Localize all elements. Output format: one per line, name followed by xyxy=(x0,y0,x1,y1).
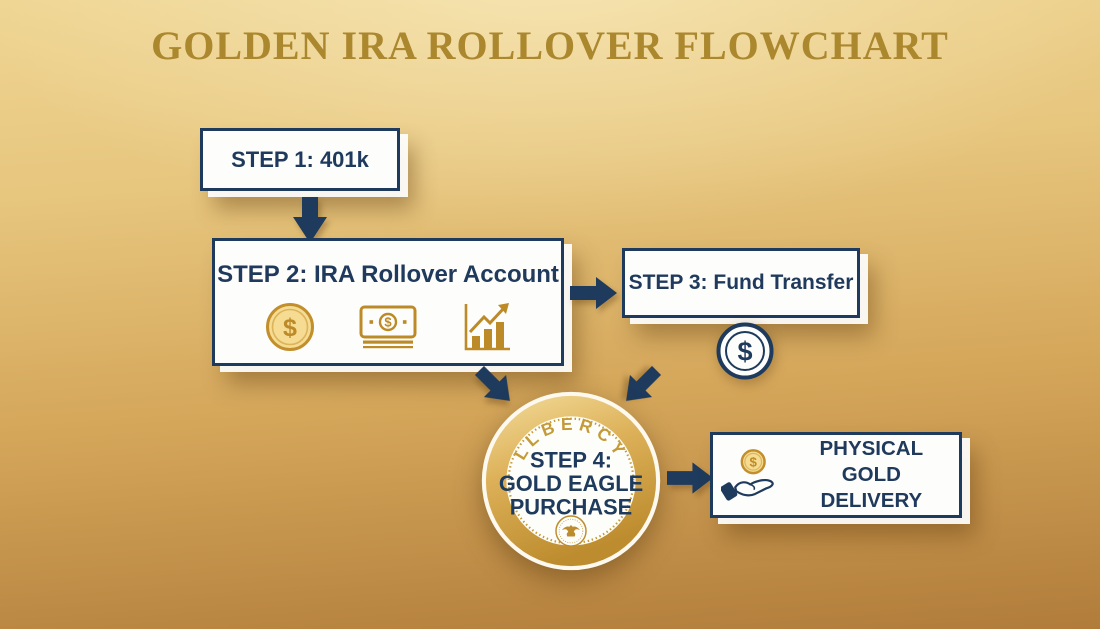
page-title: GOLDEN IRA ROLLOVER FLOWCHART xyxy=(151,23,949,68)
step2-label: STEP 2: IRA Rollover Account xyxy=(217,261,559,288)
banknote-dollar-glyph: $ xyxy=(384,315,392,330)
step2-icon-row: $ $ xyxy=(265,301,511,353)
step2-box: STEP 2: IRA Rollover Account $ $ xyxy=(212,238,564,366)
arrow-step1-to-step2 xyxy=(290,197,330,245)
diagonal-arrow-icon xyxy=(626,365,662,401)
eagle-seal-icon xyxy=(555,515,587,547)
arrow-step2-to-step3 xyxy=(570,273,618,313)
delivery-label: PHYSICAL GOLD DELIVERY xyxy=(792,436,951,515)
delivery-label-line2: DELIVERY xyxy=(820,489,923,513)
transfer-dollar-glyph: $ xyxy=(737,337,752,367)
step4-label-line2: GOLD EAGLE xyxy=(499,471,643,496)
arrow-step4-to-delivery xyxy=(667,458,714,498)
step3-box: STEP 3: Fund Transfer xyxy=(622,248,860,318)
dollar-circle-icon: $ xyxy=(716,322,774,380)
diagonal-arrow-icon xyxy=(474,365,510,401)
delivery-dollar-glyph: $ xyxy=(750,454,758,469)
arrow-step3-to-step4 xyxy=(612,357,670,415)
right-arrow-icon xyxy=(667,462,714,494)
step3-label: STEP 3: Fund Transfer xyxy=(628,271,854,294)
growth-chart-icon xyxy=(464,303,510,351)
delivery-box: $ PHYSICAL GOLD DELIVERY xyxy=(710,432,962,518)
arrow-step2-to-step4 xyxy=(466,357,524,415)
step1-box: STEP 1: 401k xyxy=(200,128,400,191)
banknote-icon: $ xyxy=(359,305,417,349)
gold-coin-icon: $ xyxy=(266,303,314,351)
down-arrow-icon xyxy=(293,197,327,243)
delivery-label-line1: PHYSICAL GOLD xyxy=(819,436,924,486)
right-arrow-icon xyxy=(570,277,617,309)
step4-coin: LLBERCY STEP 4: GOLD EAGLE PURCHASE xyxy=(480,390,662,572)
step4-label-line1: STEP 4: xyxy=(530,447,612,472)
step1-label: STEP 1: 401k xyxy=(231,146,369,172)
coin-dollar-glyph: $ xyxy=(283,314,297,342)
hand-coin-icon: $ xyxy=(721,449,774,501)
